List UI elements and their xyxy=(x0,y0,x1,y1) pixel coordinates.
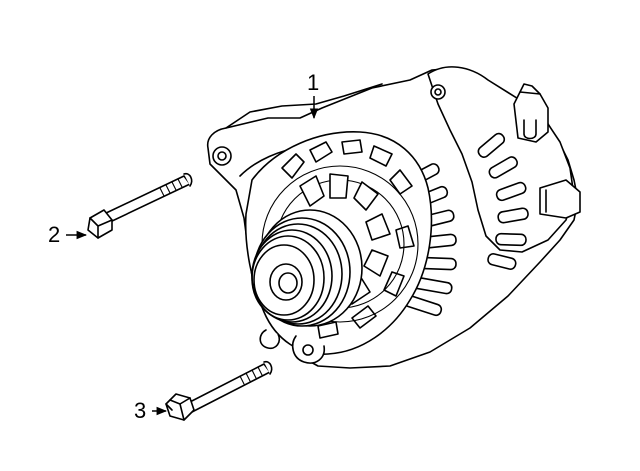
bolt-lower xyxy=(165,360,273,421)
callout-label-1: 1 xyxy=(307,70,319,95)
callout-label-2: 2 xyxy=(48,222,60,247)
callout-3: 3 xyxy=(134,398,168,423)
callout-2: 2 xyxy=(48,222,88,247)
pulley xyxy=(251,209,363,327)
callout-1: 1 xyxy=(307,70,319,120)
callout-label-3: 3 xyxy=(134,398,146,423)
bolt-upper xyxy=(87,172,193,239)
alternator-illustration xyxy=(206,66,581,369)
